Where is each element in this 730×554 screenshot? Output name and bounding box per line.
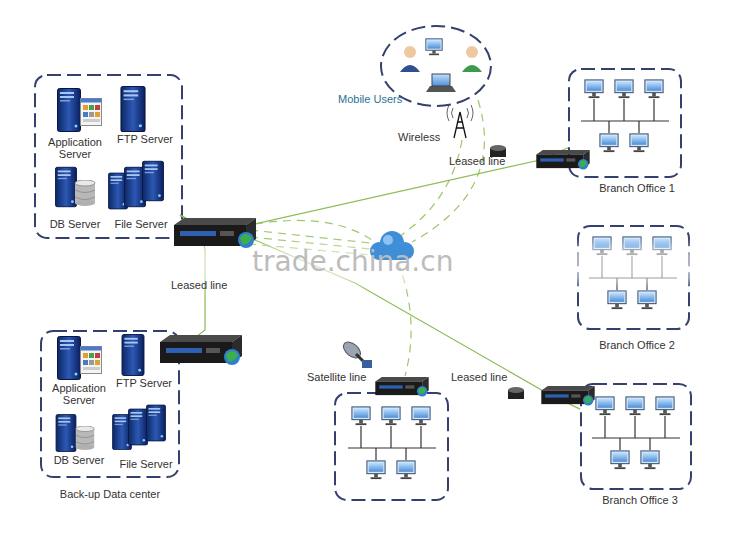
router-icons-part (536, 150, 589, 170)
node-label: Application Server (40, 136, 110, 160)
satellite-branch-frame (335, 393, 448, 500)
server-node: DB Server (45, 418, 113, 470)
server-node: File Server (113, 418, 179, 470)
router-icons-part (174, 218, 256, 248)
frame-outline (41, 331, 179, 477)
annotation: Wireless (398, 131, 440, 144)
leased-line (180, 148, 568, 226)
data-center: Back-up Data centerApplication ServerFTP… (40, 330, 180, 478)
dashed-frame (580, 383, 692, 490)
branch-office: Branch Office 3 (580, 383, 692, 490)
annotation: Satellite line (307, 371, 366, 384)
watermark-band (150, 246, 710, 284)
server-icons-part (122, 334, 144, 375)
modem-icons-part (490, 145, 506, 151)
server-icons-part (81, 347, 102, 374)
frame-outline (581, 384, 691, 489)
mobile-users-icons-part (466, 46, 478, 58)
watermark: trade.china.cn (252, 246, 453, 278)
wireless-links-part (250, 230, 370, 243)
mobile-users-icons-part (404, 46, 416, 58)
wireless-links-part (412, 100, 484, 242)
router-icons (160, 150, 595, 406)
server-icons-part (81, 99, 102, 126)
server-icons-part (121, 87, 145, 132)
mobile-users-icons-part (432, 74, 450, 86)
node-label: Back-up Data center (40, 488, 180, 500)
server-node: FTP Server (112, 82, 178, 148)
cloud-icon-part (383, 235, 393, 245)
node-label: Mobile Users (338, 93, 422, 105)
server-icons-part (128, 409, 147, 445)
wireless-links (248, 100, 484, 376)
node-label: Branch Office 2 (577, 339, 697, 351)
node-label: Application Server (45, 382, 113, 406)
mobile-users-icons-part (400, 65, 420, 72)
server-node: Application Server (40, 82, 110, 158)
node-label: Branch Office 3 (580, 494, 700, 506)
edge-label: Leased line (449, 155, 505, 167)
server-icons-part (146, 405, 165, 441)
wireless-tower (447, 105, 473, 138)
lan-segments-part (348, 407, 436, 479)
server-node: File Server (110, 160, 180, 232)
node-label: DB Server (40, 218, 110, 230)
lan-segments-part (592, 397, 680, 469)
node-label: FTP Server (113, 377, 175, 389)
edge-label: Leased line (451, 371, 507, 383)
server-node: DB Server (40, 160, 110, 232)
router-icons-part (375, 377, 428, 397)
server-node: Application Server (45, 338, 113, 416)
server-icons-part (142, 161, 163, 200)
node-label: File Server (113, 458, 179, 470)
mobile-users-icons-part (462, 65, 482, 72)
router-icons-part (160, 335, 242, 365)
user-group: Mobile Users (380, 25, 492, 107)
server-icons-part (58, 89, 81, 132)
router-icons-part (541, 386, 594, 406)
modem-icons (490, 145, 524, 399)
node-label: FTP Server (112, 133, 178, 145)
satellite-dish-part (362, 360, 372, 368)
wireless-tower-part (454, 112, 466, 138)
modem-icons-part (508, 387, 524, 393)
node-label: Branch Office 1 (580, 182, 694, 194)
mobile-users-icons (400, 39, 482, 92)
edge-label: Leased line (171, 279, 227, 291)
wireless-links-part (400, 140, 462, 236)
lan-segments-part (581, 80, 669, 152)
node-label: DB Server (45, 454, 113, 466)
server-icons-part (58, 337, 81, 380)
server-icons-part (76, 426, 94, 450)
mobile-users-icons-part (426, 86, 456, 92)
wireless-tower-part (447, 105, 473, 121)
satellite-dish (340, 339, 372, 368)
node-label: File Server (106, 218, 176, 230)
server-icons-part (56, 414, 76, 451)
server-icons-part (75, 180, 95, 206)
server-icons-part (55, 167, 76, 206)
wireless-links-part (255, 220, 372, 240)
mobile-users-icons-part (426, 39, 442, 55)
data-center-frame (35, 75, 182, 238)
